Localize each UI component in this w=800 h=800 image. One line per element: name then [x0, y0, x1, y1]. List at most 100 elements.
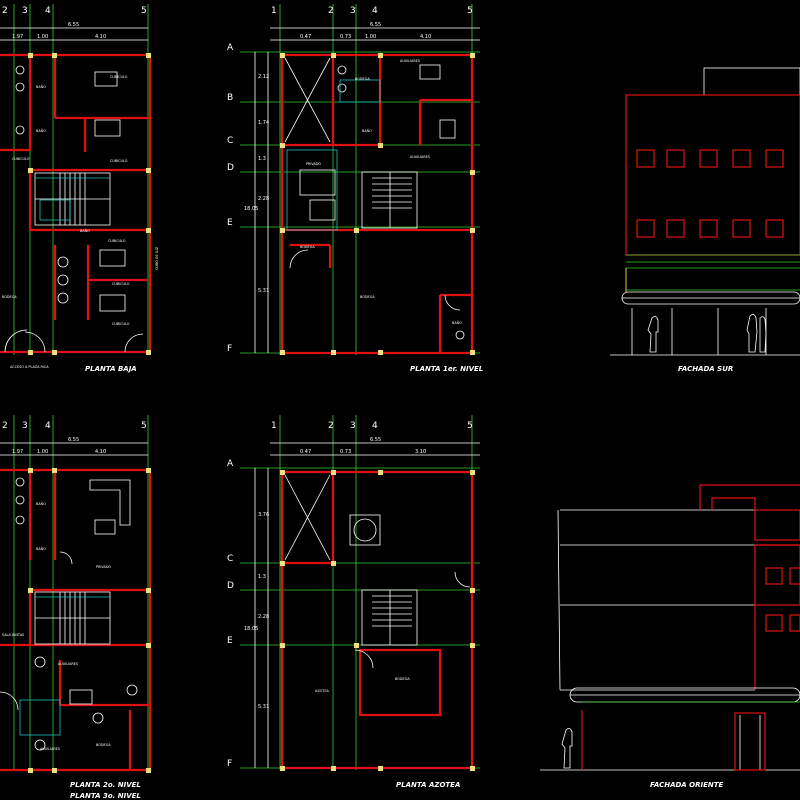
- room-label: BAÑO: [36, 84, 46, 89]
- elevation-fachada-oriente: FACHADA ORIENTE: [540, 484, 800, 789]
- room-label: BAÑO: [80, 228, 90, 233]
- grid-label: 4: [45, 421, 51, 431]
- room-label: BODEGA: [355, 77, 370, 81]
- dimension-text: 3.76: [258, 512, 269, 518]
- room-label: BODEGA: [96, 743, 111, 747]
- dimension-text: 6.55: [68, 22, 79, 28]
- grid-label: 2: [2, 421, 8, 431]
- grid-label: 4: [372, 421, 378, 431]
- room-label: BAÑO: [452, 320, 462, 325]
- room-label: AUXILIARES: [410, 155, 430, 159]
- dimension-text: 18.05: [244, 206, 258, 212]
- dimension-text: 1.00: [37, 34, 48, 40]
- grid-label: B: [227, 93, 233, 103]
- room-label: BAÑO: [36, 128, 46, 133]
- dimension-text: 1.97: [12, 34, 23, 40]
- dimension-text: 18.05: [244, 626, 258, 632]
- room-label: PRIVADO: [96, 565, 111, 569]
- grid-label: 1: [271, 421, 277, 431]
- grid-label: 2: [328, 6, 334, 16]
- room-label: CUBICULO: [108, 239, 126, 243]
- room-label: CUBICULO: [112, 282, 130, 286]
- dimension-text: 0.47: [300, 449, 311, 455]
- grid-label: 4: [45, 6, 51, 16]
- grid-label: F: [227, 759, 232, 769]
- grid-label: 3: [22, 421, 28, 431]
- grid-label: 5: [467, 421, 473, 431]
- grid-label: 4: [372, 6, 378, 16]
- grid-label: 3: [22, 6, 28, 16]
- grid-label: 5: [141, 6, 147, 16]
- room-label: BODEGA: [300, 245, 315, 249]
- grid-label: E: [227, 636, 233, 646]
- plan-planta-azotea: 1 2 3 4 5 A C D E F 6.55 0.47 0.73 3.10 …: [227, 415, 480, 789]
- plan-planta-baja: 2 3 4 5 6.55 1.97 1.00 4.10: [0, 4, 159, 373]
- dimension-text: 1.74: [258, 120, 269, 126]
- dimension-text: 0.73: [340, 34, 351, 40]
- elevation-fachada-sur: FACHADA SUR: [610, 67, 800, 373]
- grid-label: 1: [271, 6, 277, 16]
- plan-title: PLANTA AZOTEA: [396, 781, 460, 789]
- room-label: AUXILIARES: [400, 59, 420, 63]
- grid-label: 2: [2, 6, 8, 16]
- dimension-text: 5.31: [258, 288, 269, 294]
- room-label: BODEGA: [395, 677, 410, 681]
- grid-label: 5: [141, 421, 147, 431]
- dimension-text: 4.10: [95, 34, 106, 40]
- elevation-title: FACHADA ORIENTE: [650, 781, 724, 789]
- dimension-text: 6.55: [68, 437, 79, 443]
- plan-title-secondary: PLANTA 3o. NIVEL: [70, 792, 141, 800]
- room-label: BAÑO: [36, 501, 46, 506]
- room-label: BODEGA: [360, 295, 375, 299]
- room-label: AUXILIARES: [58, 662, 78, 666]
- grid-label: 2: [328, 421, 334, 431]
- dimension-text: 4.10: [420, 34, 431, 40]
- plan-planta-2o-nivel: 2 3 4 5 6.55 1.97 1.00 4.10: [0, 415, 152, 800]
- grid-label: D: [227, 163, 234, 173]
- room-label: PRIVADO: [306, 162, 321, 166]
- dimension-text: 2.12: [258, 74, 269, 80]
- room-label: AZOTEA: [315, 689, 330, 693]
- grid-label: A: [227, 43, 234, 53]
- room-label: BAÑO: [36, 546, 46, 551]
- dimension-text: 2.28: [258, 614, 269, 620]
- dimension-text: 1.3: [258, 156, 266, 162]
- dimension-text: 0.73: [340, 449, 351, 455]
- plan-planta-1er-nivel: 1 2 3 4 5 A B C D E F 6.55 0.47 0.73 1.0…: [227, 4, 483, 373]
- grid-label: D: [227, 581, 234, 591]
- room-label: CUBICULO: [12, 157, 30, 161]
- dimension-text: 6.55: [370, 22, 381, 28]
- dimension-text: 2.28: [258, 196, 269, 202]
- elevation-title: FACHADA SUR: [678, 365, 733, 373]
- dimension-text: 1.97: [12, 449, 23, 455]
- grid-label: E: [227, 218, 233, 228]
- dimension-text: 5.31: [258, 704, 269, 710]
- dimension-text: 0.47: [300, 34, 311, 40]
- room-label: CUBICULO: [112, 322, 130, 326]
- grid-label: C: [227, 554, 233, 564]
- room-label: ACCESO A PLAZA RICA: [10, 365, 49, 369]
- plan-title: PLANTA 1er. NIVEL: [410, 365, 483, 373]
- dimension-text: 1.00: [37, 449, 48, 455]
- grid-label: F: [227, 344, 232, 354]
- room-label: BAÑO: [362, 128, 372, 133]
- dimension-text: 1.00: [365, 34, 376, 40]
- dimension-text: 3.10: [415, 449, 426, 455]
- grid-label: C: [227, 136, 233, 146]
- room-label: SALA JUNTAS: [2, 633, 24, 637]
- room-label: CUBICULO: [110, 75, 128, 79]
- plan-title: PLANTA 2o. NIVEL: [70, 781, 141, 789]
- room-label: AUXILIARES: [40, 747, 60, 751]
- grid-label: 3: [350, 6, 356, 16]
- dimension-text: 4.10: [95, 449, 106, 455]
- room-label: CUBICULO: [110, 159, 128, 163]
- grid-label: A: [227, 459, 234, 469]
- plan-title: PLANTA BAJA: [85, 365, 137, 373]
- room-label: BODEGA: [2, 295, 17, 299]
- side-label: CUBO DE LUZ: [155, 246, 159, 270]
- grid-label: 5: [467, 6, 473, 16]
- dimension-text: 6.55: [370, 437, 381, 443]
- grid-label: 3: [350, 421, 356, 431]
- dimension-text: 1.3: [258, 574, 266, 580]
